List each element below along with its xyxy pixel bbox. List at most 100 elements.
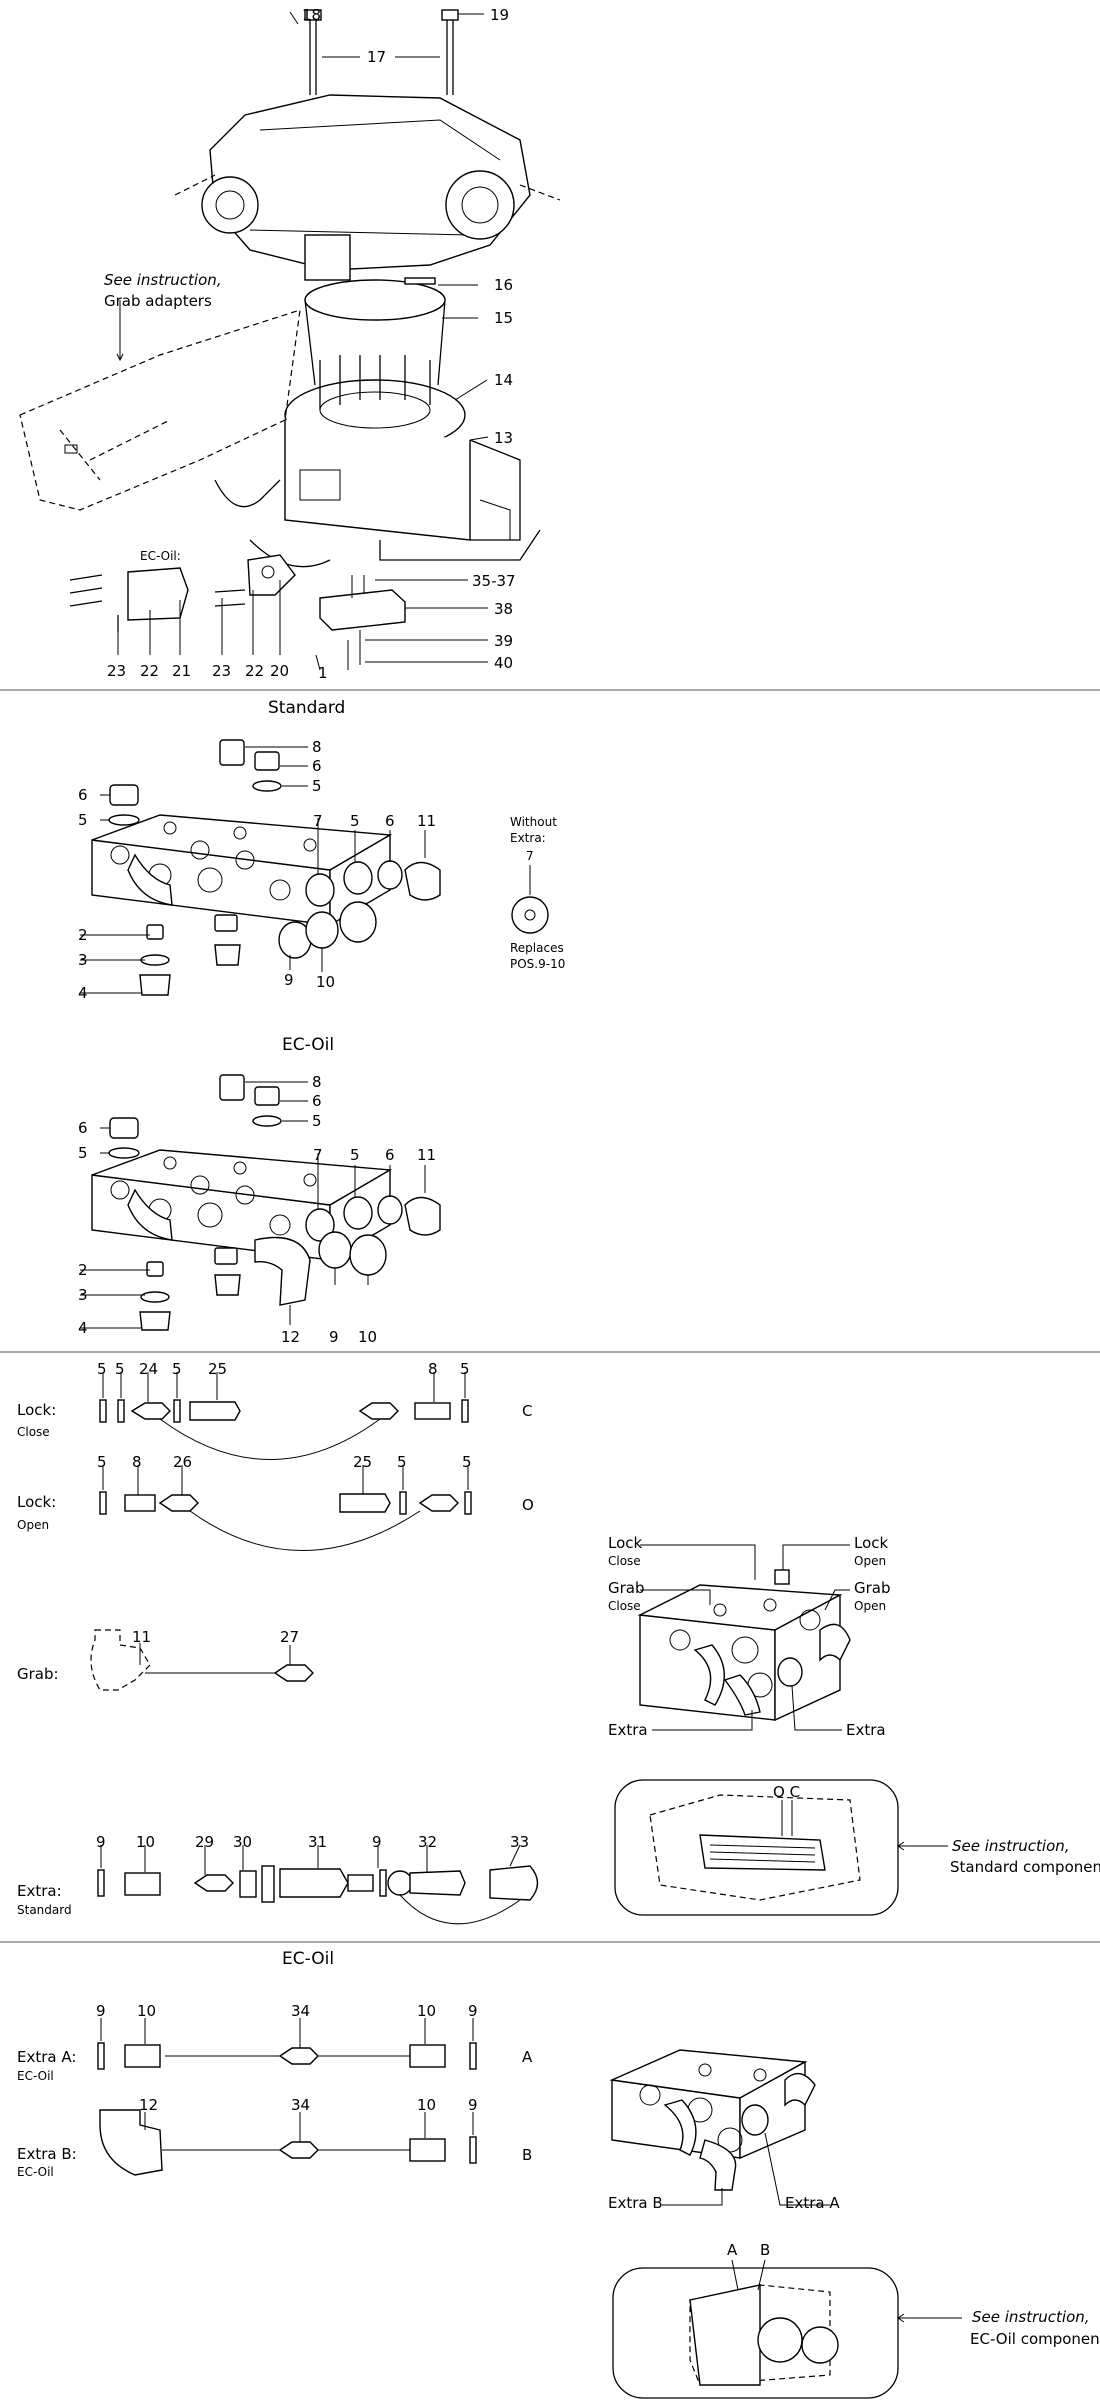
grab-callout-11: 11	[132, 1628, 151, 1646]
ec-port-extra-a: Extra A	[785, 2194, 840, 2212]
ec-top-a: A	[727, 2241, 738, 2259]
section-title-ecoil: EC-Oil	[282, 1035, 334, 1055]
row-code-b: B	[522, 2146, 532, 2164]
lo-callout-1: 5	[97, 1453, 107, 1471]
ea-callout-9b: 9	[468, 2002, 478, 2020]
ex-callout-33: 33	[510, 1833, 529, 1851]
ea-callout-34: 34	[291, 2002, 310, 2020]
ec-note-components: EC-Oil components	[970, 2330, 1100, 2348]
ex-callout-29: 29	[195, 1833, 214, 1851]
callout-14: 14	[494, 371, 513, 389]
ea-callout-10: 10	[137, 2002, 156, 2020]
callout-17: 17	[367, 48, 386, 66]
row-code-a: A	[522, 2048, 533, 2066]
std-note-see-instruction: See instruction,	[952, 1837, 1070, 1855]
port-label-grab-open: Grab	[854, 1579, 891, 1597]
port-label-extra-left: Extra	[608, 1721, 648, 1739]
callout-23-a: 23	[212, 662, 231, 680]
std-callout-11: 11	[417, 812, 436, 830]
lo-callout-3: 26	[173, 1453, 192, 1471]
row-sub-lock-open: Open	[17, 1518, 49, 1532]
grab-callout-27: 27	[280, 1628, 299, 1646]
section-ecoil-block: EC-Oil	[78, 1035, 441, 1346]
standard-components-box	[614, 1779, 899, 1916]
std-callout-5-left: 5	[78, 811, 88, 829]
lc-callout-6: 8	[428, 1360, 438, 1378]
row-label-grab: Grab:	[17, 1665, 59, 1683]
port-oc-label: O C	[773, 1783, 800, 1801]
row-label-extra-b: Extra B:	[17, 2145, 77, 2163]
row-label-lock-open: Lock:	[17, 1493, 56, 1511]
lc-callout-3: 24	[139, 1360, 158, 1378]
ex-callout-9b: 9	[372, 1833, 382, 1851]
callout-23-b: 23	[107, 662, 126, 680]
row-code-c: C	[522, 1402, 532, 1420]
ec-callout-8: 8	[312, 1073, 322, 1091]
eb-callout-34: 34	[291, 2096, 310, 2114]
std-callout-10: 10	[316, 973, 335, 991]
note-grab-adapters: Grab adapters	[104, 292, 212, 310]
ec-top-b: B	[760, 2241, 770, 2259]
ec-callout-2: 2	[78, 1261, 88, 1279]
row-label-extra: Extra:	[17, 1882, 62, 1900]
ea-callout-9: 9	[96, 2002, 106, 2020]
callout-20: 20	[270, 662, 289, 680]
side-note-extra: Extra:	[510, 831, 546, 845]
std-callout-2: 2	[78, 926, 88, 944]
row-sub-lock-close: Close	[17, 1425, 50, 1439]
section-hose-kits: Lock: Close C 5 5 24 5 25 8 5 L	[17, 1360, 539, 1925]
ecoil-components-box	[612, 2267, 899, 2399]
eb-callout-12: 12	[139, 2096, 158, 2114]
section-standard-block: Standard	[78, 698, 565, 1002]
eb-callout-9: 9	[468, 2096, 478, 2114]
std-callout-5-right: 5	[350, 812, 360, 830]
row-label-lock-close: Lock:	[17, 1401, 56, 1419]
lc-callout-5: 25	[208, 1360, 227, 1378]
ec-callout-6-left: 6	[78, 1119, 88, 1137]
callout-19: 19	[490, 6, 509, 24]
port-label-grab-close: Grab	[608, 1579, 645, 1597]
ec-callout-4: 4	[78, 1319, 88, 1337]
ec-callout-5: 5	[312, 1112, 322, 1130]
std-callout-6: 6	[312, 757, 322, 775]
row-sub-extra-a: EC-Oil	[17, 2069, 54, 2083]
extra-standard-hose	[97, 1844, 539, 1925]
ec-callout-11: 11	[417, 1146, 436, 1164]
ec-callout-7: 7	[313, 1146, 323, 1164]
ec-callout-9: 9	[329, 1328, 339, 1346]
row-sub-extra-standard: Standard	[17, 1903, 72, 1917]
eb-callout-10: 10	[417, 2096, 436, 2114]
ex-callout-30: 30	[233, 1833, 252, 1851]
ex-callout-10: 10	[136, 1833, 155, 1851]
std-note-components: Standard components	[950, 1858, 1100, 1876]
lo-callout-5: 5	[397, 1453, 407, 1471]
ex-callout-9: 9	[96, 1833, 106, 1851]
std-callout-9: 9	[284, 971, 294, 989]
callout-35-37: 35-37	[472, 572, 516, 590]
lc-callout-1: 5	[97, 1360, 107, 1378]
lo-callout-2: 8	[132, 1453, 142, 1471]
row-sub-extra-b: EC-Oil	[17, 2165, 54, 2179]
section-port-block: Lock Close Lock Open Grab Close Grab Ope…	[608, 1534, 1100, 1916]
callout-16: 16	[494, 276, 513, 294]
section-title-standard: Standard	[268, 698, 345, 718]
ec-port-extra-b: Extra B	[608, 2194, 663, 2212]
std-callout-6-left: 6	[78, 786, 88, 804]
ec-callout-6-right: 6	[385, 1146, 395, 1164]
callout-38: 38	[494, 600, 513, 618]
label-ec-oil: EC-Oil:	[140, 549, 181, 563]
std-callout-3: 3	[78, 951, 88, 969]
section-rotator-assembly: 18 19 17 See instruction, Grab adapters …	[19, 6, 561, 682]
callout-39: 39	[494, 632, 513, 650]
std-callout-8: 8	[312, 738, 322, 756]
row-label-extra-a: Extra A:	[17, 2048, 76, 2066]
port-sub-lock-close: Close	[608, 1554, 641, 1568]
std-callout-5: 5	[312, 777, 322, 795]
ec-callout-5-right: 5	[350, 1146, 360, 1164]
ec-callout-3: 3	[78, 1286, 88, 1304]
side-note-pos: POS.9-10	[510, 957, 565, 971]
port-label-extra-right: Extra	[846, 1721, 886, 1739]
std-callout-6-right: 6	[385, 812, 395, 830]
port-sub-grab-close: Close	[608, 1599, 641, 1613]
port-label-lock-open: Lock	[854, 1534, 889, 1552]
